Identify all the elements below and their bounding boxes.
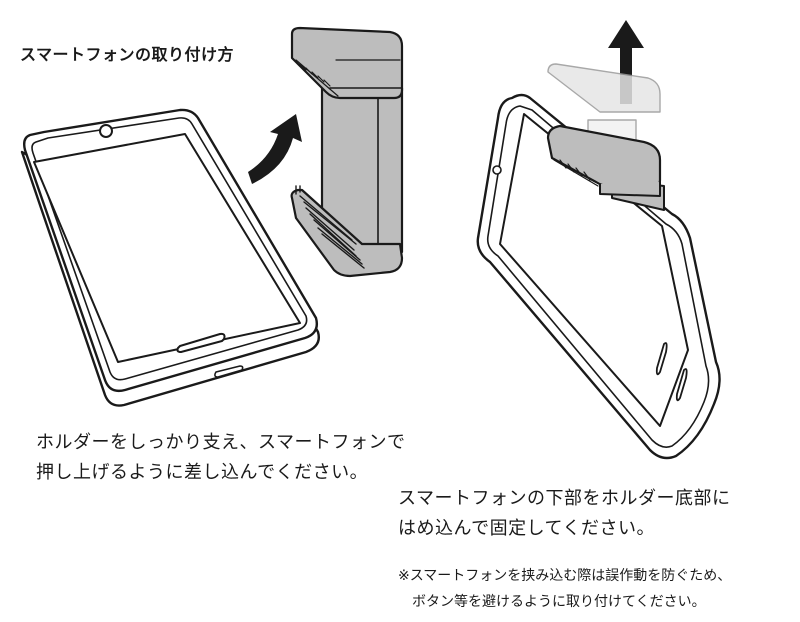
left-smartphone: [20, 108, 320, 407]
straight-arrow-up-icon: [608, 20, 644, 104]
caution-note-line-1: ※スマートフォンを挟み込む際は誤作動を防ぐため、: [398, 568, 732, 584]
right-holder: [546, 124, 665, 211]
curved-arrow-up-icon: [248, 114, 302, 184]
step-2-caption-line-2: はめ込んで固定してください。: [398, 518, 656, 539]
step-2-caption: スマートフォンの下部をホルダー底部に はめ込んで固定してください。: [398, 484, 730, 544]
caution-note-line-2: ボタン等を避けるように取り付けてください。: [412, 594, 706, 610]
right-smartphone: [476, 93, 721, 460]
step-1-caption-line-2: 押し上げるように差し込んでください。: [36, 462, 369, 483]
page-title: スマートフォンの取り付け方: [20, 45, 235, 64]
step-2-caption-line-1: スマートフォンの下部をホルダー底部に: [398, 488, 731, 509]
left-holder: [290, 26, 404, 278]
step-1-caption: ホルダーをしっかり支え、スマートフォンで 押し上げるように差し込んでください。: [36, 428, 405, 488]
step-1-caption-line-1: ホルダーをしっかり支え、スマートフォンで: [36, 432, 406, 453]
caution-note: ※スマートフォンを挟み込む際は誤作動を防ぐため、 ボタン等を避けるように取り付け…: [398, 563, 731, 615]
